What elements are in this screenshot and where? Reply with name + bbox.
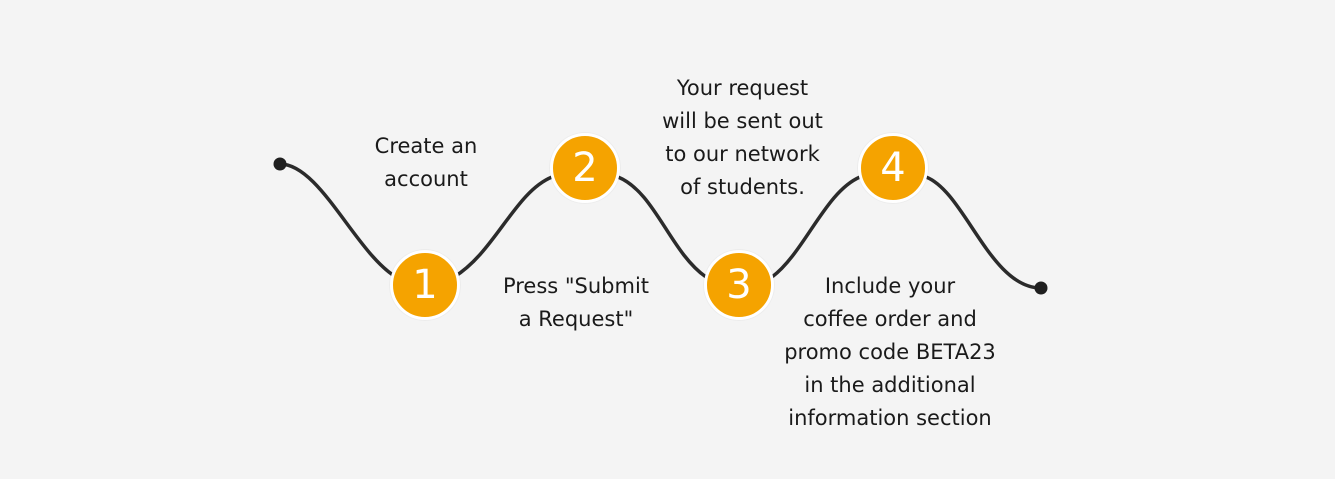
step-2-number: 2	[572, 145, 598, 191]
step-4-description: Include your coffee order and promo code…	[784, 274, 996, 430]
step-3-number: 3	[726, 262, 752, 308]
wave-connector-line	[278, 162, 1043, 290]
path-end-dot	[1034, 281, 1048, 295]
step-1-badge: 1	[390, 250, 460, 320]
step-3-description: Your request will be sent out to our net…	[662, 76, 823, 199]
step-4-number: 4	[880, 145, 906, 191]
step-1-description: Create an account	[374, 134, 478, 191]
path-start-dot	[273, 157, 287, 171]
step-2-description: Press "Submit a Request"	[502, 274, 650, 331]
step-4-badge: 4	[858, 133, 928, 203]
step-1-number: 1	[412, 262, 438, 308]
step-2-badge: 2	[550, 133, 620, 203]
step-3-badge: 3	[704, 250, 774, 320]
